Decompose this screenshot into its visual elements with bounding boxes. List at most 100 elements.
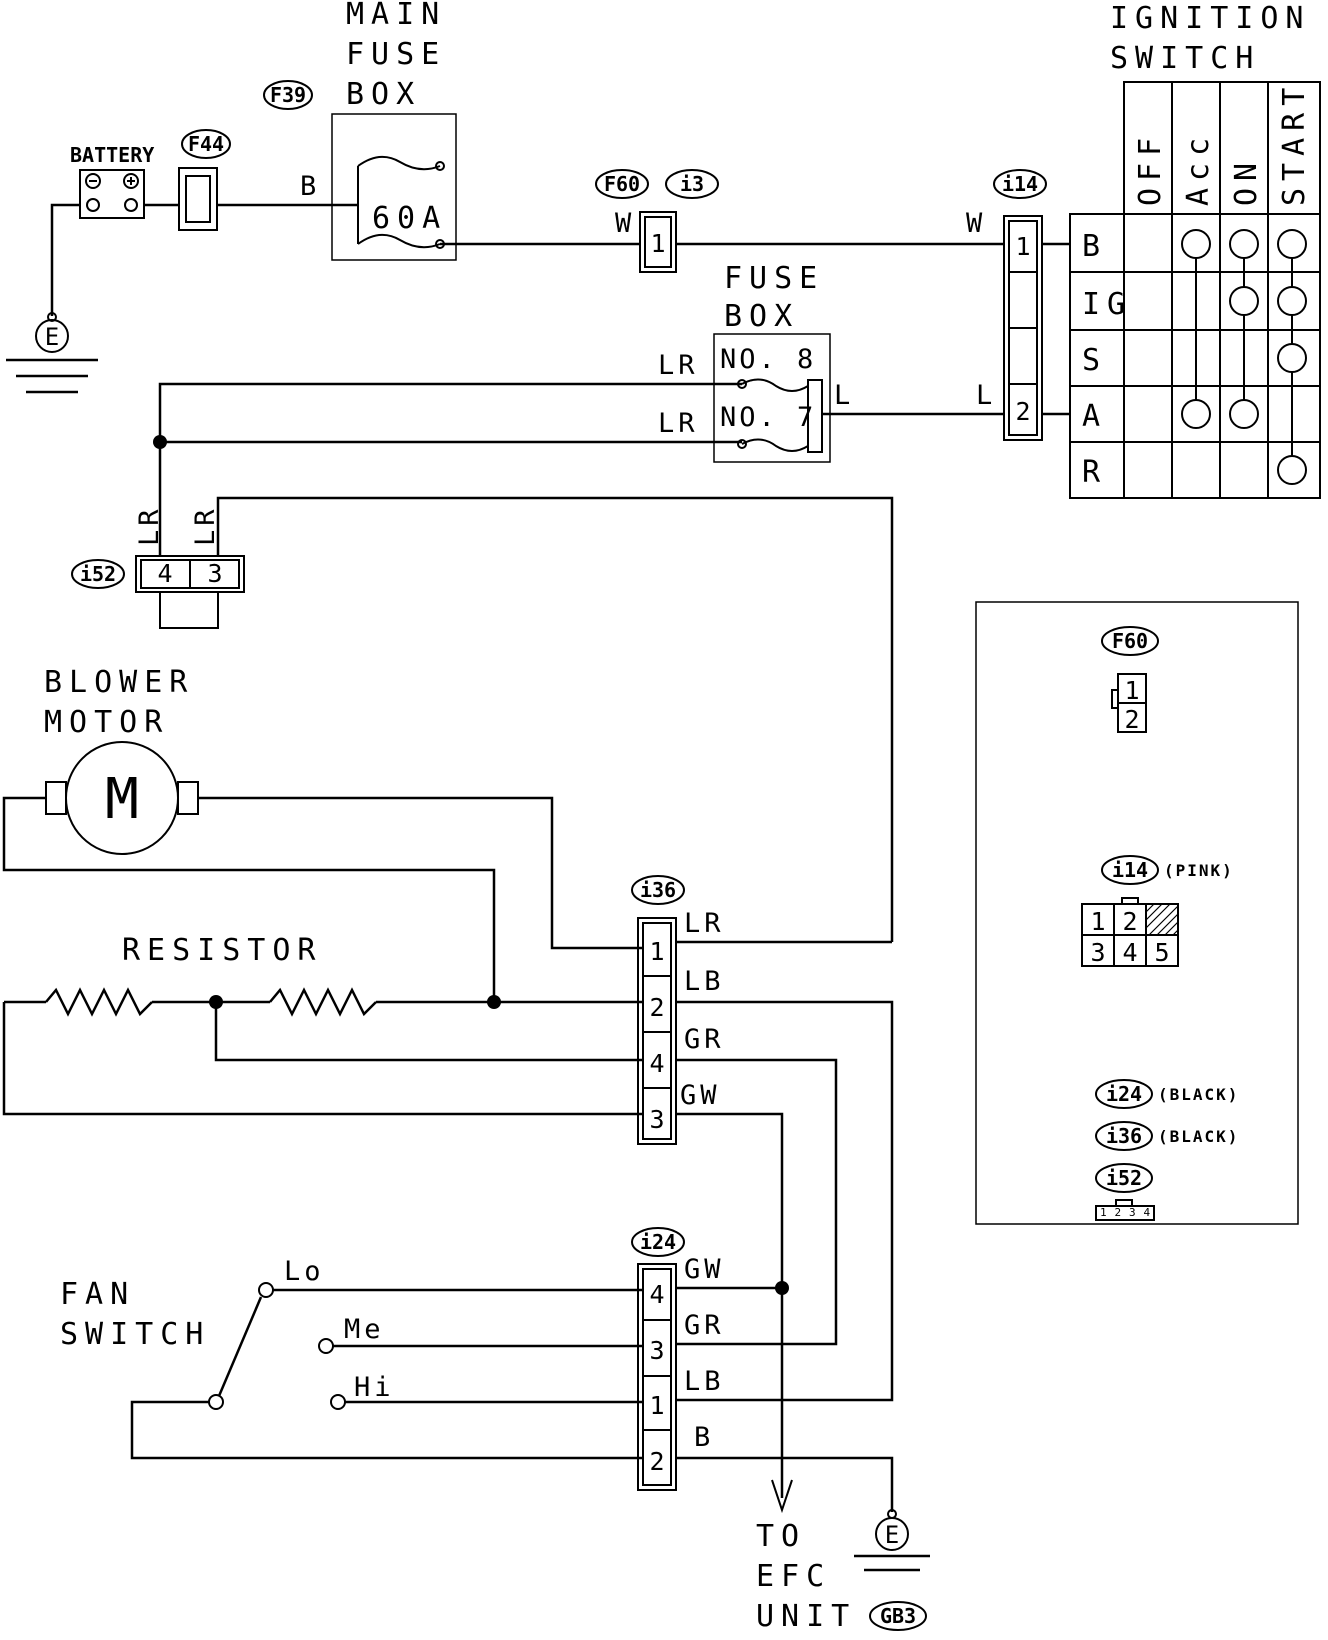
battery-terminal-icon — [86, 198, 100, 212]
battery-label: BATTERY — [70, 143, 154, 167]
svg-text:3: 3 — [649, 1105, 664, 1134]
main-fuse-link-bottom — [357, 233, 441, 249]
wire-lb — [676, 1000, 894, 1402]
connector-i52: 4 3 — [135, 555, 245, 629]
wire-motor-resistor — [2, 796, 496, 1002]
junction-dot — [487, 995, 501, 1009]
svg-text:1: 1 — [650, 229, 665, 258]
svg-text:1: 1 — [1124, 676, 1139, 705]
row-r: R — [1082, 455, 1107, 490]
battery-negative-icon — [85, 173, 101, 189]
wire-label-lr-no7: LR — [658, 408, 699, 439]
col-start: START — [1277, 81, 1312, 206]
legend-i52-pin: 1 — [1099, 1206, 1107, 1219]
junction-dot — [775, 1281, 789, 1295]
svg-text:2: 2 — [649, 993, 664, 1022]
connector-i36: 1 2 4 3 — [637, 917, 677, 1145]
fuse-no7-link — [741, 438, 809, 452]
legend-i52-pins: 1 2 3 4 — [1096, 1206, 1154, 1220]
fuse-no8-link — [741, 378, 809, 392]
svg-text:i14: i14 — [1002, 172, 1038, 196]
fuse-box-label-1: FUSE — [724, 261, 824, 296]
fan-pos-lo: Lo — [284, 1256, 325, 1287]
resistor-element-icon — [269, 987, 377, 1017]
contact-icon — [1277, 286, 1307, 316]
ground-gb3: E GB3 — [854, 1509, 930, 1631]
wire-b-ground — [676, 1456, 894, 1512]
legend-frame — [975, 601, 1299, 1225]
row-a: A — [1082, 399, 1107, 434]
ignition-switch-label-1: IGNITION — [1110, 1, 1311, 36]
svg-text:i52: i52 — [80, 562, 116, 586]
ground-circle-icon — [35, 319, 69, 353]
legend-i52-pin: 4 — [1143, 1206, 1151, 1219]
connector-tag-f39: F39 — [263, 80, 313, 110]
main-fuse-box-frame — [331, 113, 457, 261]
switch-lever — [217, 1296, 263, 1397]
fan-switch-label-1: FAN — [60, 1277, 135, 1312]
legend-i52-tag: i52 — [1106, 1166, 1142, 1190]
wire-label-i36-gr: GR — [684, 1024, 725, 1055]
wire-label-i36-lb: LB — [684, 966, 725, 997]
blower-motor: BLOWER MOTOR M — [44, 665, 199, 855]
wire-label-i52-3: LR — [190, 505, 221, 546]
legend-i52-pin: 2 — [1114, 1206, 1122, 1219]
svg-text:TO: TO — [756, 1519, 806, 1554]
contact-icon — [1277, 455, 1307, 485]
wire-gr — [676, 1058, 838, 1346]
fuse-no7-label: NO. 7 — [720, 402, 816, 433]
row-s: S — [1082, 343, 1107, 378]
col-off: OFF — [1133, 131, 1168, 206]
svg-text:UNIT: UNIT — [756, 1599, 856, 1634]
legend-i36-color: (BLACK) — [1158, 1127, 1239, 1146]
blower-motor-label-2: MOTOR — [44, 705, 169, 740]
ignition-switch: IGNITION SWITCH OFF Acc ON START B IG S … — [1069, 1, 1321, 499]
svg-text:3: 3 — [1090, 938, 1105, 967]
contact-icon — [1277, 343, 1307, 373]
motor-symbol: M — [105, 767, 139, 832]
connector-tag-i14: i14 — [993, 169, 1047, 199]
svg-text:i36: i36 — [640, 878, 676, 902]
fuse-bus-bar — [807, 379, 823, 453]
wire-label-i36-gw: GW — [680, 1080, 721, 1111]
legend-i36-tag: i36 — [1106, 1124, 1142, 1148]
connector-tag-f60: F60 — [595, 169, 649, 199]
legend-i52-connector — [1095, 1205, 1155, 1221]
connector-i3: 1 — [639, 211, 677, 273]
main-fuse-box-label-3: BOX — [346, 77, 421, 112]
switch-contact-me — [318, 1338, 334, 1354]
fan-pos-hi: Hi — [354, 1372, 395, 1403]
fuse-box-frame — [713, 333, 831, 463]
ignition-switch-label-2: SWITCH — [1110, 41, 1260, 76]
fusible-link-inner — [185, 175, 211, 223]
svg-text:E: E — [45, 323, 59, 351]
switch-pivot — [208, 1394, 224, 1410]
wire-label-i24-b: B — [694, 1422, 714, 1453]
main-fuse-terminal — [435, 161, 445, 171]
contact-icon — [1229, 286, 1259, 316]
legend-i24-tag: i24 — [1106, 1082, 1142, 1106]
wire-label-w-1: W — [615, 208, 635, 239]
svg-text:5: 5 — [1154, 938, 1169, 967]
battery-terminal-icon — [124, 198, 138, 212]
wire-label-l-2: L — [976, 380, 996, 411]
svg-text:F39: F39 — [270, 83, 306, 107]
legend-i24-color: (BLACK) — [1158, 1085, 1239, 1104]
svg-text:1: 1 — [1090, 907, 1105, 936]
contact-icon — [1277, 229, 1307, 259]
wire-label-i24-gr: GR — [684, 1310, 725, 1341]
fuse-box-label-2: BOX — [724, 299, 799, 334]
wire-label-w-2: W — [966, 208, 986, 239]
connector-tag-i3: i3 — [665, 169, 719, 199]
col-acc: Acc — [1181, 131, 1216, 206]
to-efc-unit: TO EFC UNIT — [756, 1519, 856, 1634]
connector-legend: F60 1 2 i14 (PINK) 1 2 3 4 5 i24 (BLACK) — [975, 601, 1299, 1225]
svg-text:i24: i24 — [640, 1230, 676, 1254]
wire-gw — [676, 1112, 784, 1498]
svg-text:2: 2 — [649, 1447, 664, 1476]
svg-text:4: 4 — [649, 1049, 664, 1078]
wire-label-i24-gw: GW — [684, 1254, 725, 1285]
wire-label-i36-lr: LR — [684, 908, 725, 939]
svg-text:1: 1 — [1015, 232, 1030, 261]
wire-label-i52-4: LR — [134, 505, 165, 546]
